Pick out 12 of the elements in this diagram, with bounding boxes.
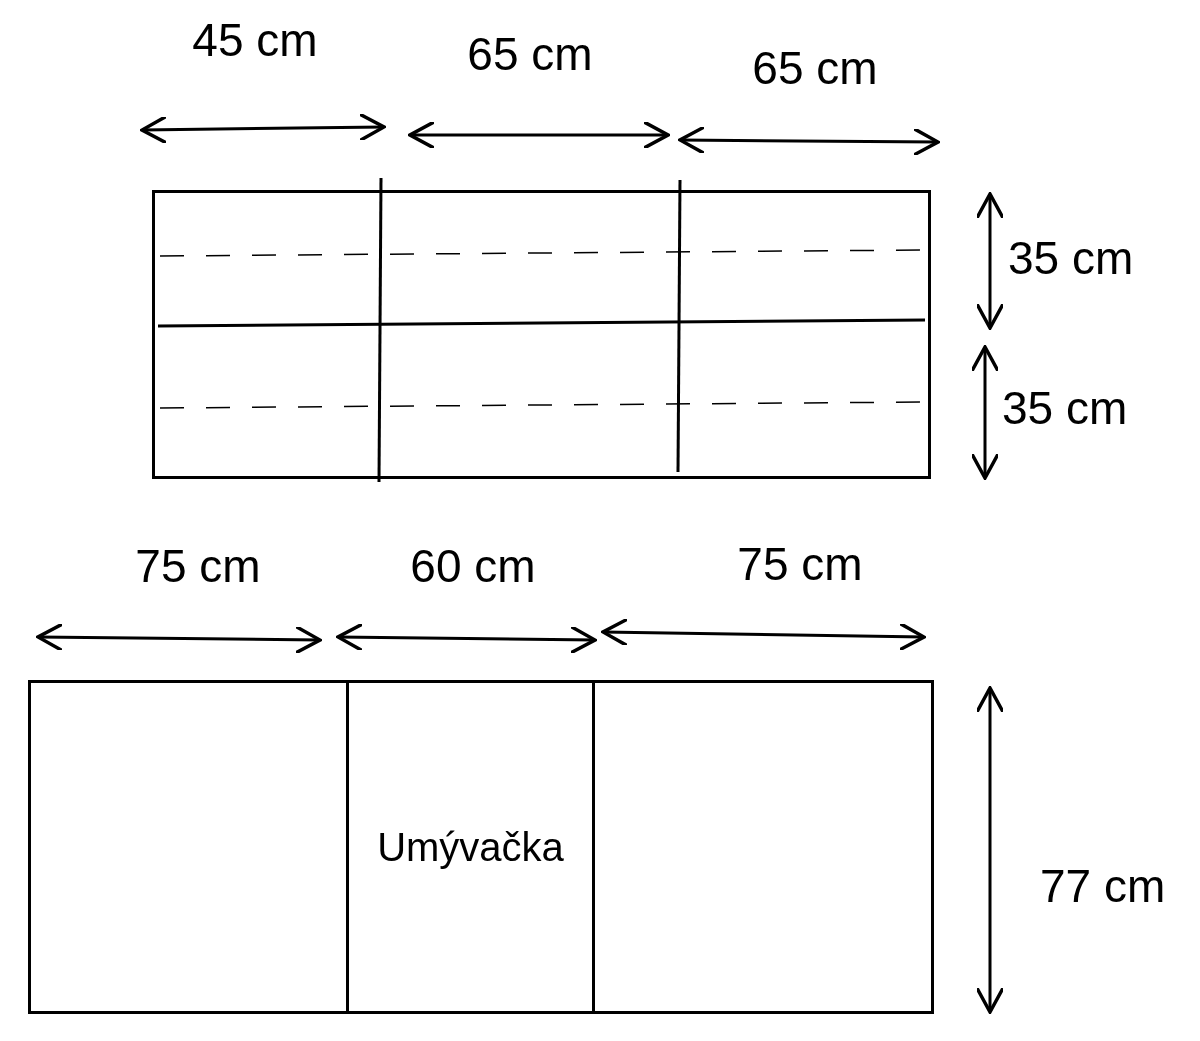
dimension-label: 35 cm (1002, 382, 1128, 434)
dimension-label: 75 cm (134, 540, 262, 592)
dimension-label: 45 cm (191, 14, 319, 66)
compartment-label: Umývačka (377, 824, 564, 870)
dimension-label: 35 cm (1008, 232, 1134, 284)
base-cabinet (28, 680, 934, 1014)
dishwasher-compartment (346, 680, 595, 1014)
dimension-label: 65 cm (751, 42, 879, 94)
dimension-label: 65 cm (466, 28, 594, 80)
dimension-label: 75 cm (736, 538, 864, 590)
dimension-label: 60 cm (409, 540, 537, 592)
dimension-label: 77 cm (1040, 860, 1166, 912)
